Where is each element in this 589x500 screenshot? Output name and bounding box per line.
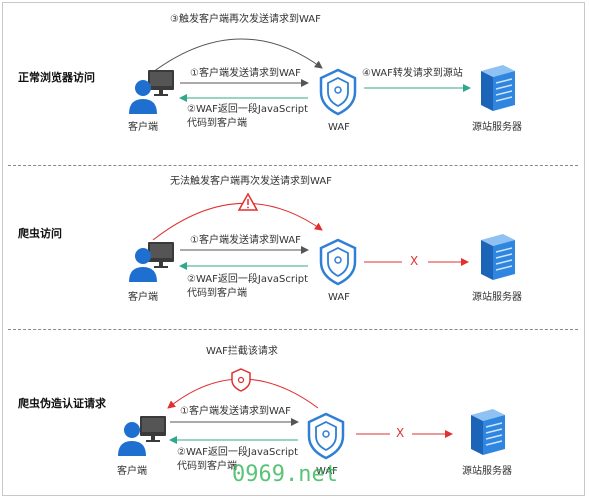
section-2-response-label: ②WAF返回一段JavaScript (187, 274, 309, 285)
section-2-server-label: 源站服务器 (472, 292, 522, 303)
section-1-request-label: ①客户端发送请求到WAF (190, 68, 301, 79)
section-1-response-label-2: 代码到客户端 (187, 118, 247, 129)
section-1-graphics (129, 38, 516, 116)
diagram-frame (2, 2, 585, 496)
section-1-title: 正常浏览器访问 (18, 71, 95, 84)
warning-icon (237, 192, 259, 211)
section-divider (8, 329, 578, 330)
failed-retry-curve (152, 202, 323, 241)
section-3-block-mark: X (396, 426, 405, 440)
section-1-top-label: ③触发客户端再次发送请求到WAF (170, 14, 321, 25)
section-2-response-label-2: 代码到客户端 (187, 288, 247, 299)
section-1-response-label: ②WAF返回一段JavaScript (187, 104, 309, 115)
section-3-top-label: WAF拦截该请求 (206, 346, 278, 357)
section-2-request-label: ①客户端发送请求到WAF (190, 235, 301, 246)
section-3-waf-label: WAF (316, 466, 338, 477)
section-1-waf-label: WAF (328, 122, 350, 133)
waf-shield-icon (319, 68, 357, 116)
watermark: 0969.net (232, 462, 338, 487)
section-divider (8, 165, 578, 166)
section-3-response-label-2: 代码到客户端 (177, 461, 237, 472)
section-2-waf-label: WAF (328, 292, 350, 303)
section-3-client-label: 客户端 (117, 466, 147, 477)
section-2-block-mark: X (410, 254, 419, 268)
section-2-graphics (129, 192, 516, 286)
section-3-response-label: ②WAF返回一段JavaScript (177, 447, 299, 458)
section-3-server-label: 源站服务器 (462, 466, 512, 477)
section-2-top-label: 无法触发客户端再次发送请求到WAF (170, 176, 332, 187)
monitor-icon (148, 70, 174, 96)
server-icon (480, 233, 516, 281)
monitor-icon (148, 242, 174, 268)
server-icon (480, 64, 516, 112)
section-1-forward-label: ④WAF转发请求到源站 (362, 68, 463, 79)
waf-shield-icon (319, 238, 357, 286)
section-1-server-label: 源站服务器 (472, 122, 522, 133)
section-3-graphics (118, 368, 506, 460)
section-3-request-label: ①客户端发送请求到WAF (180, 406, 291, 417)
section-1-client-label: 客户端 (128, 122, 158, 133)
monitor-icon (140, 416, 166, 442)
retry-curve-arrow (152, 38, 323, 73)
waf-mini-shield-icon (231, 368, 251, 392)
waf-shield-icon (307, 412, 345, 460)
section-3-title: 爬虫伪造认证请求 (18, 397, 106, 410)
section-2-client-label: 客户端 (128, 292, 158, 303)
server-icon (470, 408, 506, 456)
section-2-title: 爬虫访问 (18, 227, 62, 240)
